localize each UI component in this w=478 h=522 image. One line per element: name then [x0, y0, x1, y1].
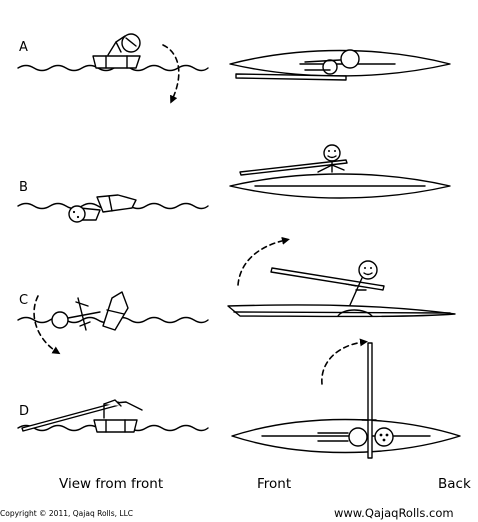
paddler-head-c — [51, 311, 69, 329]
rotation-arrow-c — [33, 295, 61, 355]
paddle-d-top — [367, 342, 373, 459]
copyright-notice: Copyright © 2011, Qajaq Rolls, LLC — [0, 509, 133, 518]
caption-back: Back — [438, 476, 471, 492]
website-url: www.QajaqRolls.com — [334, 506, 454, 520]
kayak-hull-a — [92, 55, 141, 69]
row-a-top-view — [229, 49, 451, 81]
caption-view-from-front: View from front — [59, 476, 164, 492]
rotation-arrow-c-side — [237, 236, 290, 286]
paddle-c — [270, 267, 385, 291]
row-c-front-view — [17, 291, 209, 355]
paddler-head-b-top — [323, 144, 341, 162]
paddler-head-b — [68, 205, 86, 223]
row-label-a: A — [19, 40, 28, 55]
caption-front: Front — [257, 476, 292, 492]
kayak-hull-b — [96, 194, 137, 213]
row-d-top-view — [231, 338, 461, 459]
row-b-top-view — [229, 144, 451, 199]
kayak-side-c — [227, 304, 456, 318]
rotation-arrow-a — [162, 44, 180, 104]
kayak-hull-d — [93, 419, 138, 433]
kayak-hull-c — [102, 291, 129, 331]
paddle-b — [239, 159, 348, 176]
row-d-front-view — [17, 399, 209, 433]
row-c-side-view — [227, 236, 456, 318]
row-a-front-view — [17, 33, 209, 104]
row-label-b: B — [19, 180, 28, 195]
row-b-front-view — [17, 194, 209, 223]
rotation-arrow-d — [321, 338, 368, 385]
row-label-c: C — [19, 293, 29, 308]
row-label-d: D — [19, 404, 30, 419]
kayak-top-a — [229, 49, 451, 77]
paddler-head-c-side — [358, 260, 378, 280]
